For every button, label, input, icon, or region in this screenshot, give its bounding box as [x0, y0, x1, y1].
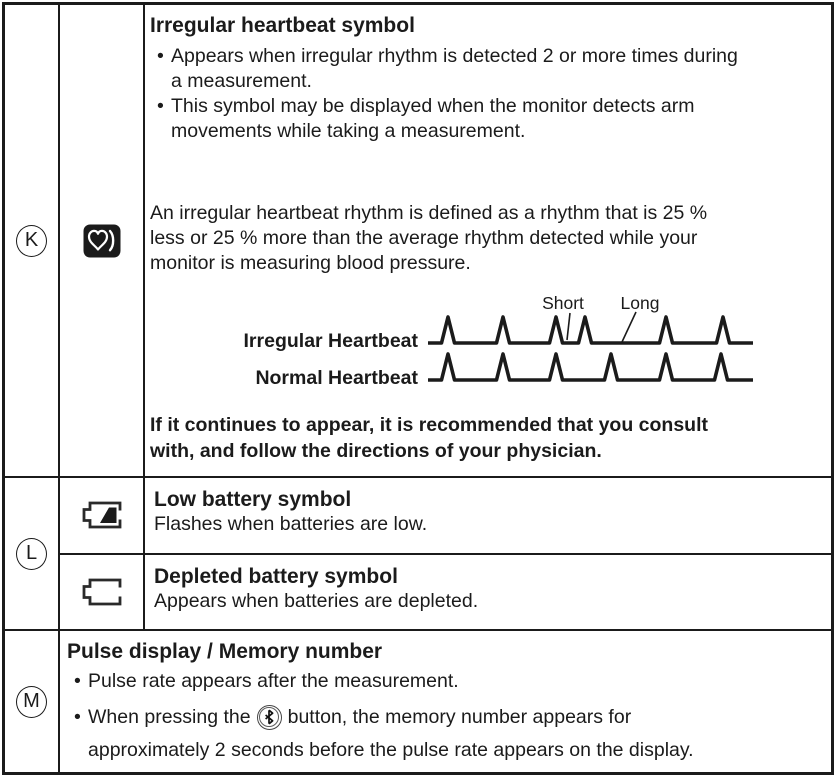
low-battery-icon [82, 501, 121, 529]
row-m-letter: M [23, 690, 40, 712]
bullet-marker: • [157, 45, 164, 67]
m-bullet-1-text: Pulse rate appears after the measurement… [88, 670, 459, 692]
depleted-battery-title: Depleted battery symbol [154, 564, 398, 588]
normal-heartbeat-trace [428, 352, 753, 382]
k-note-line-2: with, and follow the directions of your … [150, 440, 602, 462]
depleted-battery-subrow: Depleted battery symbol Appears when bat… [60, 554, 831, 630]
row-l-letter-cell: L [5, 478, 60, 629]
normal-heartbeat-label: Normal Heartbeat [255, 367, 418, 389]
k-physician-note: If it continues to appear, it is recomme… [150, 412, 708, 464]
m-bullet-2: • When pressing the button, the memory n… [74, 702, 831, 732]
circled-k-marker: K [16, 224, 47, 257]
bluetooth-button-icon [256, 704, 282, 730]
diagram-short-label: Short [542, 293, 584, 313]
k-bullet-2-line-2: movements while taking a measurement. [171, 120, 526, 142]
row-k-content: Irregular heartbeat symbol • Appears whe… [145, 5, 831, 476]
k-definition-paragraph: An irregular heartbeat rhythm is defined… [150, 201, 707, 276]
k-title: Irregular heartbeat symbol [150, 14, 415, 37]
m-bullet-1: • Pulse rate appears after the measureme… [74, 669, 831, 694]
depleted-battery-text-cell: Depleted battery symbol Appears when bat… [145, 555, 478, 630]
bullet-marker: • [74, 670, 81, 692]
table-row-k: K Irregular heartbeat symbol • Appears w… [5, 5, 831, 476]
row-l-letter: L [25, 542, 38, 564]
k-bullet-1-line-2: a measurement. [171, 70, 312, 92]
irregular-heartbeat-icon [83, 224, 120, 257]
k-bullet-1-line-1: Appears when irregular rhythm is detecte… [171, 45, 738, 67]
short-leader-line [566, 312, 571, 341]
k-paragraph-line-3: monitor is measuring blood pressure. [150, 252, 471, 274]
depleted-battery-symbol-cell [60, 554, 145, 629]
irregular-heartbeat-label: Irregular Heartbeat [244, 330, 419, 352]
m-bullet-2-text-before: When pressing the [88, 706, 251, 728]
k-paragraph-line-1: An irregular heartbeat rhythm is defined… [150, 202, 708, 224]
k-bullet-2-line-1: This symbol may be displayed when the mo… [171, 95, 695, 117]
k-bullet-1: • Appears when irregular rhythm is detec… [157, 44, 827, 94]
long-leader-line [621, 311, 637, 343]
m-bullet-2-line-2: approximately 2 seconds before the pulse… [88, 739, 694, 761]
depleted-battery-description: Appears when batteries are depleted. [154, 589, 479, 612]
bullet-marker: • [74, 705, 81, 728]
k-bullet-2: • This symbol may be displayed when the … [157, 94, 827, 144]
m-bullet-2-text-after: button, the memory number appears for [287, 706, 632, 728]
low-battery-symbol-cell [60, 478, 145, 553]
table-row-l: L Low battery symbol Flashes when batter… [5, 476, 831, 629]
row-k-letter-cell: K [5, 5, 60, 476]
m-title: Pulse display / Memory number [67, 640, 383, 663]
bluetooth-glyph [265, 709, 274, 725]
low-battery-title: Low battery symbol [154, 488, 352, 511]
circled-m-marker: M [16, 685, 47, 718]
row-l-subrows: Low battery symbol Flashes when batterie… [60, 478, 831, 629]
irregular-heartbeat-trace [428, 315, 753, 345]
row-k-symbol-cell [60, 5, 145, 476]
k-heading-block: Irregular heartbeat symbol • Appears whe… [150, 13, 827, 144]
row-m-content: Pulse display / Memory number • Pulse ra… [60, 631, 831, 772]
low-battery-text-cell: Low battery symbol Flashes when batterie… [145, 478, 427, 553]
bullet-marker: • [157, 95, 164, 117]
diagram-long-label: Long [621, 293, 660, 313]
circled-l-marker: L [16, 537, 47, 570]
k-paragraph-line-2: less or 25 % more than the average rhyth… [150, 227, 698, 249]
low-battery-description: Flashes when batteries are low. [154, 513, 428, 535]
k-note-line-1: If it continues to appear, it is recomme… [150, 414, 708, 436]
heartbeat-waveform-diagram: Short Long Irregular Heartbeat Normal He… [244, 293, 753, 389]
depleted-battery-icon [82, 578, 121, 606]
low-battery-subrow: Low battery symbol Flashes when batterie… [60, 478, 831, 555]
row-m-letter-cell: M [5, 631, 60, 772]
table-row-m: M Pulse display / Memory number • Pulse … [5, 629, 831, 772]
row-k-letter: K [24, 229, 39, 251]
